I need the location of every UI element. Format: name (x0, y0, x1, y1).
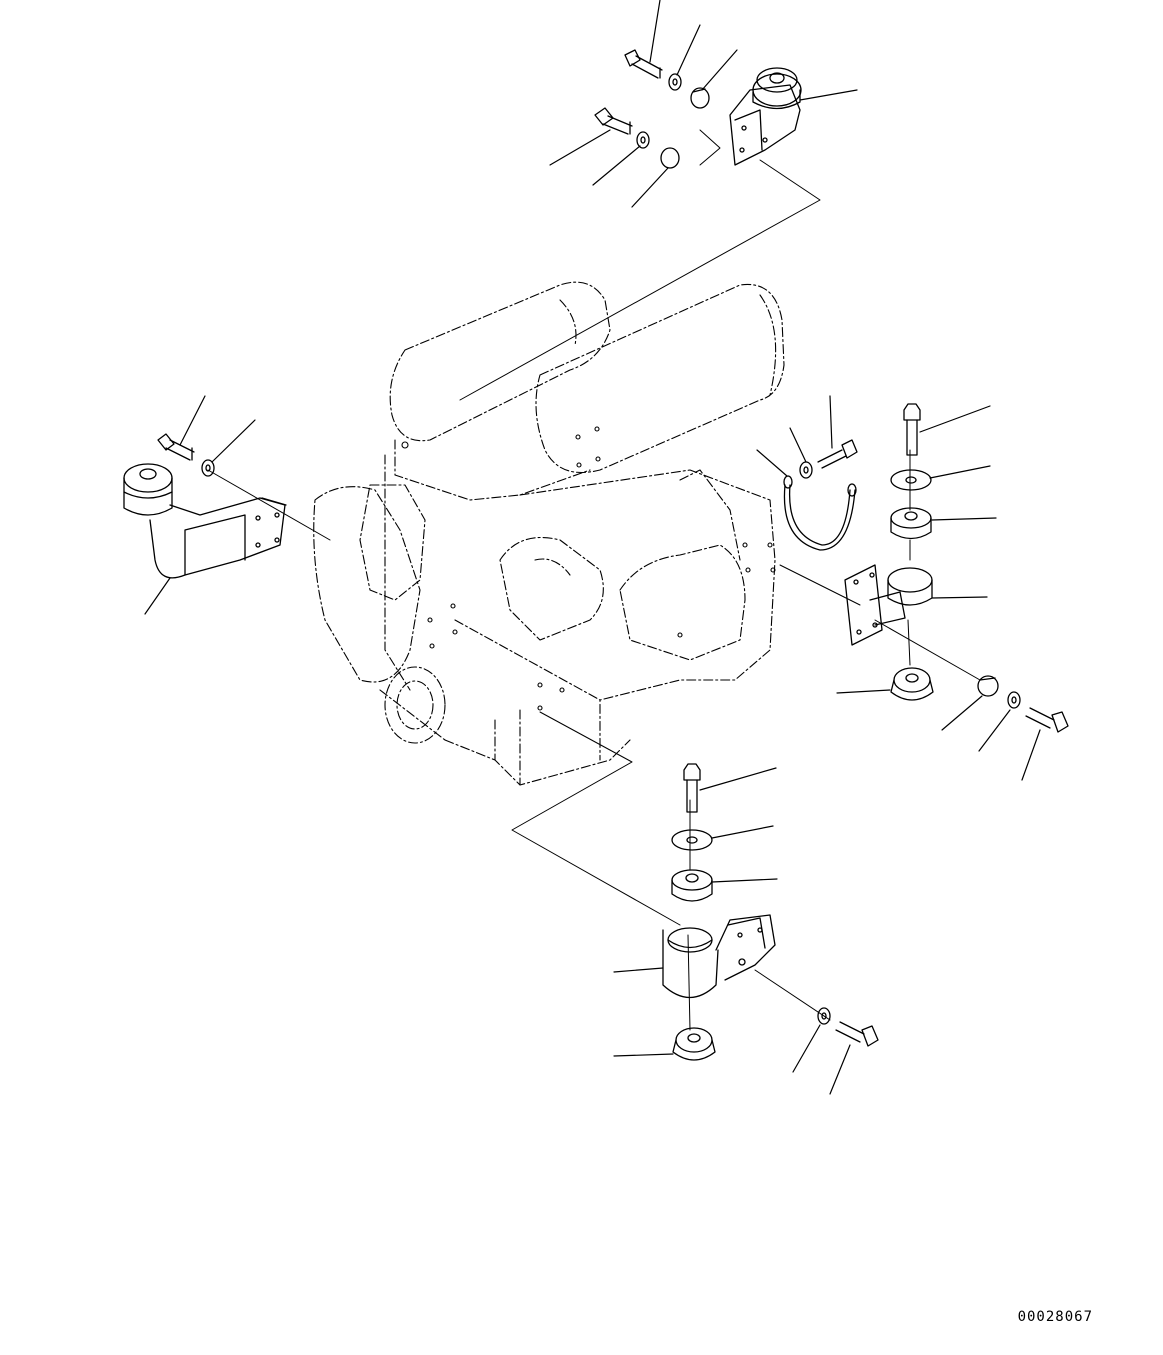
bottom-bolt (835, 1021, 879, 1047)
bottom-vertical-bolt (683, 763, 701, 813)
right-vertical-bolt (903, 403, 921, 456)
top-mount-bracket (729, 67, 802, 166)
right-spacer (977, 675, 999, 697)
right-bolt (1025, 707, 1069, 733)
right-mount-bracket (844, 564, 933, 646)
top-bolt-2 (594, 107, 633, 135)
bottom-lower-cushion (672, 1027, 716, 1061)
right-washer (1007, 691, 1021, 709)
top-washer-2 (636, 131, 650, 149)
engine-phantom-outline (313, 281, 785, 786)
bottom-mount-bracket (662, 914, 776, 998)
right-upper-cushion (890, 507, 932, 540)
left-washer (201, 459, 215, 477)
bottom-flat-washer (671, 829, 713, 851)
engine-bolt-holes (401, 426, 776, 711)
top-spacer-2 (660, 147, 680, 169)
right-flat-washer (890, 469, 932, 491)
drawing-reference-number: 00028067 (1017, 1309, 1093, 1325)
ground-cable (783, 475, 857, 551)
assembly-link-lines (207, 129, 981, 1031)
top-washer-1 (668, 73, 682, 91)
bottom-upper-cushion (671, 869, 713, 902)
right-lower-cushion (890, 667, 934, 701)
cable-washer (799, 461, 813, 479)
bottom-washer (817, 1007, 831, 1025)
left-mount-bracket (123, 463, 287, 579)
cable-bolt (817, 439, 858, 469)
callout-leaders (144, 0, 1041, 1095)
top-spacer-1 (690, 87, 710, 109)
left-bolt (157, 433, 195, 461)
top-bolt-1 (624, 49, 663, 79)
